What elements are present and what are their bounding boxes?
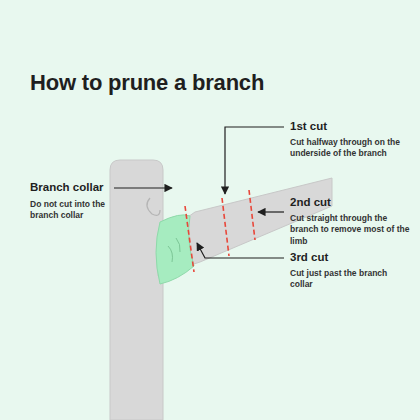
collar-wrinkles	[168, 238, 180, 262]
step-description: Cut just past the branch collar	[290, 268, 412, 291]
step-description: Cut halfway through on the underside of …	[290, 137, 412, 160]
bark-knot	[147, 198, 160, 215]
first-cut-line	[222, 198, 229, 256]
part-heading: Branch collar	[30, 181, 104, 193]
step-description: Cut straight through the branch to remov…	[290, 213, 412, 247]
second-cut-leader	[258, 211, 284, 212]
step-heading: 2nd cut	[290, 196, 331, 208]
second-cut-line	[249, 190, 255, 240]
tree-trunk	[110, 160, 163, 420]
third-cut-leader	[197, 243, 284, 258]
step-heading: 3rd cut	[290, 251, 328, 263]
collar-leader	[114, 187, 172, 188]
diagram-title: How to prune a branch	[30, 70, 264, 96]
first-cut-leader	[225, 127, 284, 194]
third-cut-line	[185, 206, 194, 272]
step-heading: 1st cut	[290, 120, 327, 132]
part-description: Do not cut into the branch collar	[30, 199, 106, 222]
